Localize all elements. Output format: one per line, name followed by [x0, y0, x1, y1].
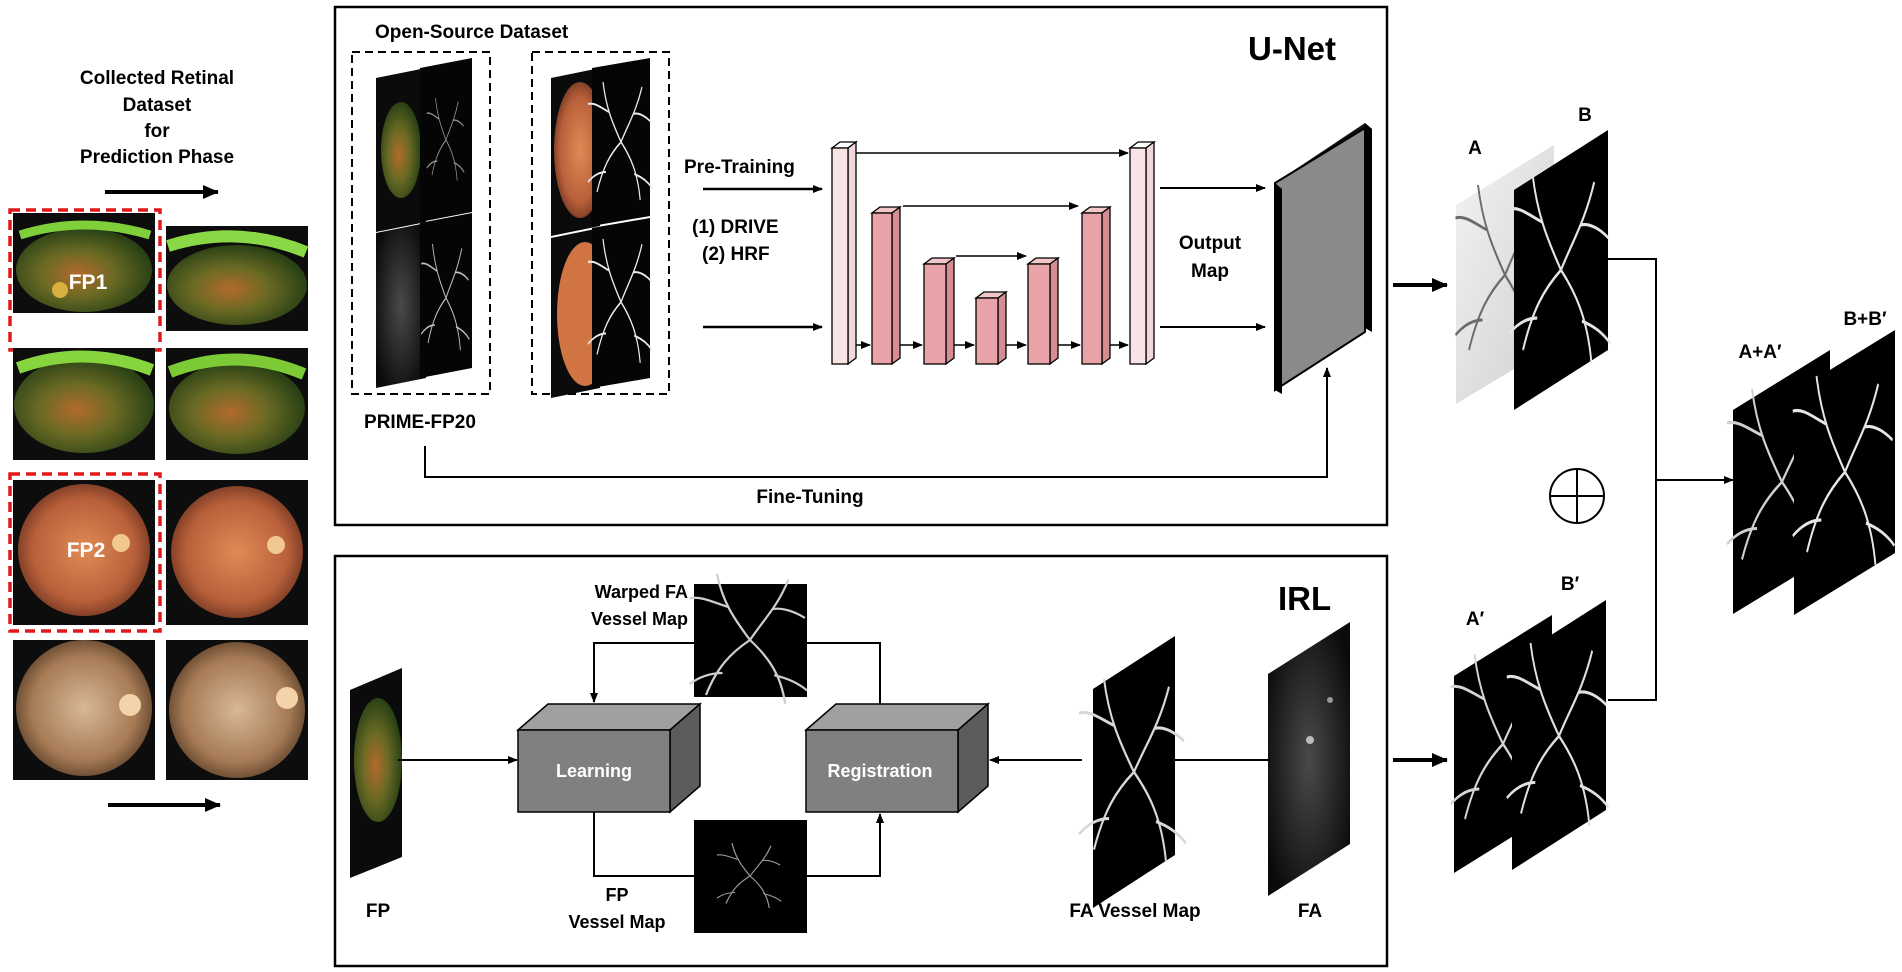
prime-fp20-label: PRIME-FP20 [364, 412, 476, 433]
drive-hrf-dataset-box [531, 51, 670, 395]
fp-label: FP [366, 901, 391, 922]
b-to-merge-line [1608, 258, 1657, 701]
prime-dataset-box [351, 51, 491, 395]
fundus-image-row4-left [13, 640, 155, 780]
hrf-vessel-image [586, 218, 654, 388]
drive-vessel-image [587, 58, 654, 226]
fp2-highlight-box [8, 472, 162, 633]
left-heading-line1: Collected Retinal [80, 68, 234, 89]
fpvessel-to-registration-arrow [807, 813, 884, 877]
unet-panel: U-Net Open-Source Dataset PRIME-FP20 [333, 5, 1389, 527]
learning-box [515, 702, 703, 814]
warped-fa-vessel-map [688, 572, 809, 705]
registration-box [803, 702, 991, 814]
irl-panel-border [333, 554, 1389, 968]
fundus-image-row2-left [13, 348, 155, 460]
image-b-prime [1505, 600, 1610, 870]
prime-fa-image [376, 223, 426, 388]
fa-label: FA [1298, 901, 1323, 922]
pretraining-label: Pre-Training [684, 157, 795, 178]
registration-label: Registration [827, 761, 932, 781]
label-a-prime: A′ [1466, 609, 1485, 630]
output-map-label-line2: Map [1191, 261, 1229, 282]
open-source-dataset-label: Open-Source Dataset [375, 22, 569, 43]
left-heading-line2: Dataset [123, 95, 192, 116]
unet-title: U-Net [1248, 30, 1336, 67]
left-heading-line4: Prediction Phase [80, 147, 234, 168]
unet-architecture [830, 140, 1156, 366]
left-panel: Collected Retinal Dataset for Prediction… [8, 68, 309, 812]
image-b-sum [1791, 330, 1897, 615]
fa-image [1268, 622, 1350, 896]
fundus-image-row4-right [166, 640, 308, 780]
left-heading-line3: for [144, 121, 170, 142]
fundus-image-row2-right [166, 348, 308, 460]
output-map [1274, 123, 1372, 394]
fp-vessel-label-line1: FP [605, 885, 628, 905]
image-b [1507, 130, 1613, 410]
prime-fa-vessel-image [420, 213, 472, 378]
fp-vessel-map [694, 820, 807, 933]
label-b: B [1578, 105, 1592, 126]
fp1-label: FP1 [69, 271, 108, 294]
prime-fp-image [376, 68, 426, 232]
fundus-image-fp1 [13, 213, 155, 313]
drive-label: (1) DRIVE [692, 217, 779, 238]
results-area: A B A′ B′ A+A′ [1393, 105, 1897, 873]
registration-to-warped-line [807, 642, 881, 704]
fp2-label: FP2 [67, 539, 106, 562]
prime-vessel-image [420, 58, 472, 222]
warped-to-learning-arrow [590, 642, 694, 703]
finetuning-label: Fine-Tuning [756, 487, 863, 508]
output-map-label-line1: Output [1179, 233, 1242, 254]
learning-label: Learning [556, 761, 632, 781]
label-b-sum: B+B′ [1843, 309, 1887, 330]
fundus-image-row1-right [166, 226, 309, 331]
finetuning-arrow [424, 367, 1331, 478]
fp-vessel-label-line2: Vessel Map [568, 912, 665, 932]
hrf-label: (2) HRF [702, 244, 770, 265]
irl-panel: IRL FP Learning Registration Warped FA V… [333, 554, 1389, 968]
fundus-image-fp2 [13, 480, 155, 625]
fa-vessel-map-label: FA Vessel Map [1069, 901, 1200, 922]
warped-fa-label-line1: Warped FA [595, 582, 688, 602]
warped-fa-label-line2: Vessel Map [591, 609, 688, 629]
fundus-image-row3-right [166, 480, 308, 625]
label-b-prime: B′ [1561, 574, 1580, 595]
learning-to-fpvessel-line [593, 812, 694, 877]
direct-sum-symbol [1549, 468, 1605, 524]
label-a-sum: A+A′ [1738, 342, 1782, 363]
fa-vessel-map-image [1077, 636, 1188, 908]
fp-input-image [350, 668, 402, 878]
unet-panel-border [333, 5, 1389, 527]
irl-title: IRL [1278, 580, 1331, 617]
label-a: A [1468, 138, 1482, 159]
